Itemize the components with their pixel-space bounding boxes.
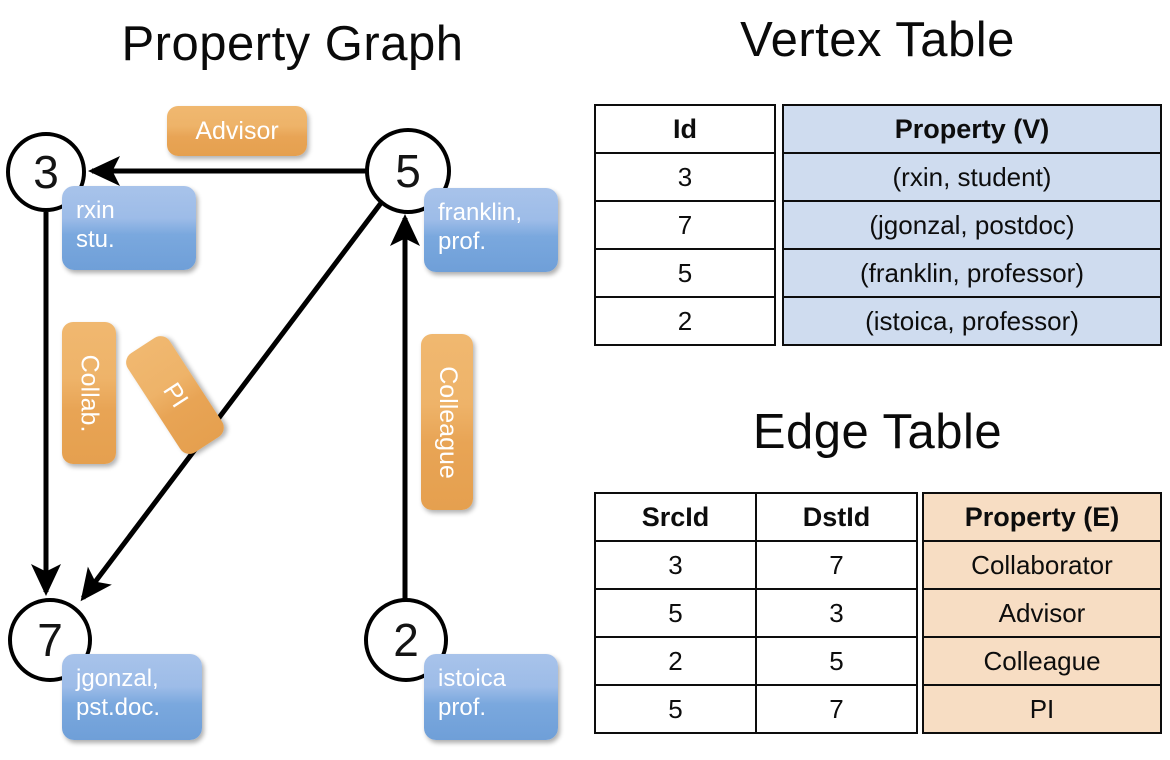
edge-table-property-column: Property (E) Collaborator Advisor Collea… <box>922 492 1162 734</box>
edge-header-dstid: DstId <box>755 492 918 542</box>
table-row: 5 3 <box>594 588 918 638</box>
edge-property-cell: PI <box>922 684 1162 734</box>
edge-label-colleague-text: Colleague <box>433 365 462 479</box>
edge-label-colleague: Colleague <box>421 334 473 510</box>
edge-label-collab: Collab. <box>62 322 116 464</box>
vertex-property-7-line2: pst.doc. <box>76 694 161 722</box>
edge-srcid-cell: 2 <box>594 636 757 686</box>
table-header-row: Id <box>594 104 776 154</box>
table-row: 2 <box>594 296 776 346</box>
edge-dstid-cell: 7 <box>755 540 918 590</box>
vertex-property-3-line2: stu. <box>76 226 115 254</box>
graph-node-2[interactable]: 2 <box>364 598 448 682</box>
table-row: 7 <box>594 200 776 250</box>
vertex-property-box-2: istoica prof. <box>424 654 558 740</box>
edge-arrow-5-to-7 <box>80 201 383 602</box>
table-row: (rxin, student) <box>782 152 1162 202</box>
vertex-table-property-column: Property (V) (rxin, student) (jgonzal, p… <box>782 104 1162 346</box>
vertex-property-2-line1: istoica <box>438 665 507 692</box>
edge-label-collab-text: Collab. <box>75 354 104 432</box>
table-row: (istoica, professor) <box>782 296 1162 346</box>
vertex-id-cell: 7 <box>594 200 776 250</box>
page-title-property-graph: Property Graph <box>121 17 464 71</box>
vertex-id-cell: 3 <box>594 152 776 202</box>
table-row: 3 7 <box>594 540 918 590</box>
table-row: (jgonzal, postdoc) <box>782 200 1162 250</box>
vertex-id-cell: 5 <box>594 248 776 298</box>
edge-dstid-cell: 7 <box>755 684 918 734</box>
edge-srcid-cell: 5 <box>594 684 757 734</box>
edge-property-cell: Collaborator <box>922 540 1162 590</box>
table-row: 5 7 <box>594 684 918 734</box>
vertex-header-property: Property (V) <box>782 104 1162 154</box>
edge-table-id-columns: SrcId DstId 3 7 5 3 2 5 5 7 <box>594 492 918 734</box>
vertex-property-cell: (istoica, professor) <box>782 296 1162 346</box>
vertex-property-cell: (franklin, professor) <box>782 248 1162 298</box>
table-row: Advisor <box>922 588 1162 638</box>
graph-node-5[interactable]: 5 <box>365 128 451 214</box>
vertex-id-cell: 2 <box>594 296 776 346</box>
edge-srcid-cell: 5 <box>594 588 757 638</box>
graph-node-7-label: 7 <box>37 614 63 666</box>
table-row: PI <box>922 684 1162 734</box>
edge-header-srcid: SrcId <box>594 492 757 542</box>
edge-property-cell: Colleague <box>922 636 1162 686</box>
page-title-vertex-table: Vertex Table <box>740 13 1015 67</box>
edge-property-cell: Advisor <box>922 588 1162 638</box>
table-row: Collaborator <box>922 540 1162 590</box>
edge-label-pi-text: PI <box>157 377 194 413</box>
edge-dstid-cell: 5 <box>755 636 918 686</box>
vertex-property-3-line1: rxin <box>76 197 115 224</box>
graph-node-3-label: 3 <box>33 146 59 198</box>
vertex-header-id: Id <box>594 104 776 154</box>
graph-edges-svg <box>31 156 420 602</box>
table-row: (franklin, professor) <box>782 248 1162 298</box>
table-row: 2 5 <box>594 636 918 686</box>
table-row: 3 <box>594 152 776 202</box>
table-row: 5 <box>594 248 776 298</box>
vertex-property-5-line2: prof. <box>438 228 487 256</box>
vertex-property-5-line1: franklin, <box>438 199 523 226</box>
vertex-property-2-line2: prof. <box>438 694 487 722</box>
graph-node-2-label: 2 <box>393 614 419 666</box>
table-row: Colleague <box>922 636 1162 686</box>
table-header-row: Property (E) <box>922 492 1162 542</box>
edge-dstid-cell: 3 <box>755 588 918 638</box>
edge-srcid-cell: 3 <box>594 540 757 590</box>
vertex-property-box-5: franklin, prof. <box>424 188 558 272</box>
vertex-property-box-7: jgonzal, pst.doc. <box>62 654 202 740</box>
vertex-property-7-line1: jgonzal, <box>76 665 159 692</box>
property-graph-diagram: 3 5 7 2 rxin stu. franklin, prof. jgonza… <box>6 106 558 740</box>
table-header-row: Property (V) <box>782 104 1162 154</box>
edge-label-advisor-text: Advisor <box>195 116 279 145</box>
vertex-property-cell: (jgonzal, postdoc) <box>782 200 1162 250</box>
page-title-edge-table: Edge Table <box>752 405 1003 459</box>
vertex-property-box-3: rxin stu. <box>62 186 196 270</box>
edge-label-advisor: Advisor <box>167 106 307 156</box>
table-header-row: SrcId DstId <box>594 492 918 542</box>
graph-node-5-label: 5 <box>395 145 421 197</box>
vertex-table-id-column: Id 3 7 5 2 <box>594 104 776 346</box>
edge-header-property: Property (E) <box>922 492 1162 542</box>
vertex-property-cell: (rxin, student) <box>782 152 1162 202</box>
